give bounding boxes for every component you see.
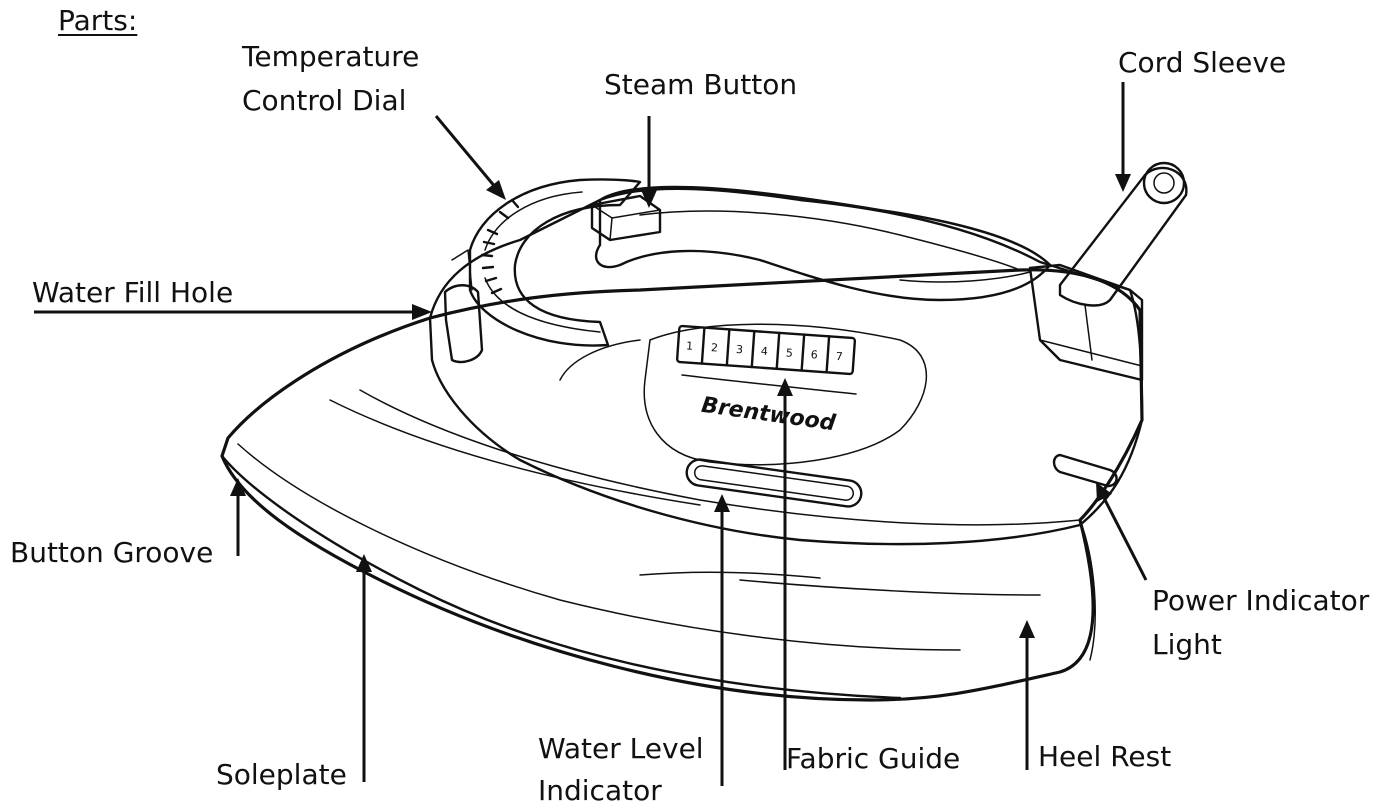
arrowhead-water-level-indicator bbox=[714, 494, 730, 512]
side-panel-recess bbox=[643, 323, 927, 466]
arrowhead-fabric-guide bbox=[777, 378, 793, 396]
arrowhead-water-fill-hole bbox=[412, 304, 432, 320]
fabric-guide-panel bbox=[675, 324, 857, 376]
label-soleplate: Soleplate bbox=[216, 758, 347, 791]
handle-shape bbox=[594, 185, 1052, 302]
label-heel-rest: Heel Rest bbox=[1038, 740, 1172, 773]
power-indicator-light-shape bbox=[1052, 453, 1118, 488]
leader-lines bbox=[34, 82, 1148, 786]
label-temperature-control-dial-line2: Control Dial bbox=[242, 84, 407, 117]
fabric-guide-number-3: 3 bbox=[736, 343, 744, 356]
arrowhead-cord-sleeve bbox=[1115, 174, 1131, 192]
label-temperature-control-dial-line1: Temperature bbox=[242, 40, 420, 73]
iron-body-shell bbox=[428, 187, 1144, 546]
iron-drawing: 1 2 3 4 5 6 7 Brentwood bbox=[220, 161, 1188, 702]
label-power-indicator-light-line2: Light bbox=[1152, 628, 1222, 661]
parts-heading: Parts: bbox=[58, 4, 138, 37]
rear-housing-shape bbox=[1028, 263, 1144, 382]
arrowhead-steam-button bbox=[641, 190, 657, 208]
steam-button-shape bbox=[590, 194, 662, 242]
soleplate-shape bbox=[220, 268, 1144, 702]
heel-rest-shape bbox=[1079, 519, 1096, 661]
water-level-window bbox=[685, 458, 863, 508]
arrowhead-soleplate bbox=[356, 554, 372, 572]
brand-logo-text: Brentwood bbox=[700, 393, 837, 437]
cord-sleeve-shape bbox=[1058, 166, 1188, 307]
arrowhead-power-indicator-light bbox=[1096, 482, 1112, 502]
arrowhead-button-groove bbox=[230, 478, 246, 496]
water-fill-cap-shape bbox=[443, 284, 484, 364]
label-water-fill-hole: Water Fill Hole bbox=[32, 276, 234, 309]
temperature-dial-shape bbox=[468, 178, 642, 347]
fabric-guide-number-7: 7 bbox=[835, 350, 843, 363]
fabric-guide-number-4: 4 bbox=[760, 345, 768, 358]
label-fabric-guide: Fabric Guide bbox=[786, 742, 961, 775]
fabric-guide-number-5: 5 bbox=[785, 346, 793, 359]
fabric-guide-number-2: 2 bbox=[711, 341, 719, 354]
leader-power-indicator-light bbox=[1102, 497, 1148, 581]
cord-sleeve-opening bbox=[1142, 161, 1186, 205]
label-button-groove: Button Groove bbox=[10, 536, 214, 569]
fabric-guide-number-1: 1 bbox=[686, 339, 694, 352]
arrowhead-temperature-control-dial bbox=[486, 180, 506, 200]
label-power-indicator-light-line1: Power Indicator bbox=[1152, 584, 1370, 617]
label-steam-button: Steam Button bbox=[604, 68, 798, 101]
label-cord-sleeve: Cord Sleeve bbox=[1118, 46, 1287, 79]
leader-temperature-control-dial bbox=[434, 115, 498, 189]
label-water-level-indicator-line1: Water Level bbox=[538, 732, 704, 765]
fabric-guide-number-6: 6 bbox=[810, 348, 818, 361]
label-water-level-indicator-line2: Indicator bbox=[538, 774, 662, 807]
soleplate-edge bbox=[220, 454, 902, 700]
arrowhead-heel-rest bbox=[1019, 620, 1035, 638]
